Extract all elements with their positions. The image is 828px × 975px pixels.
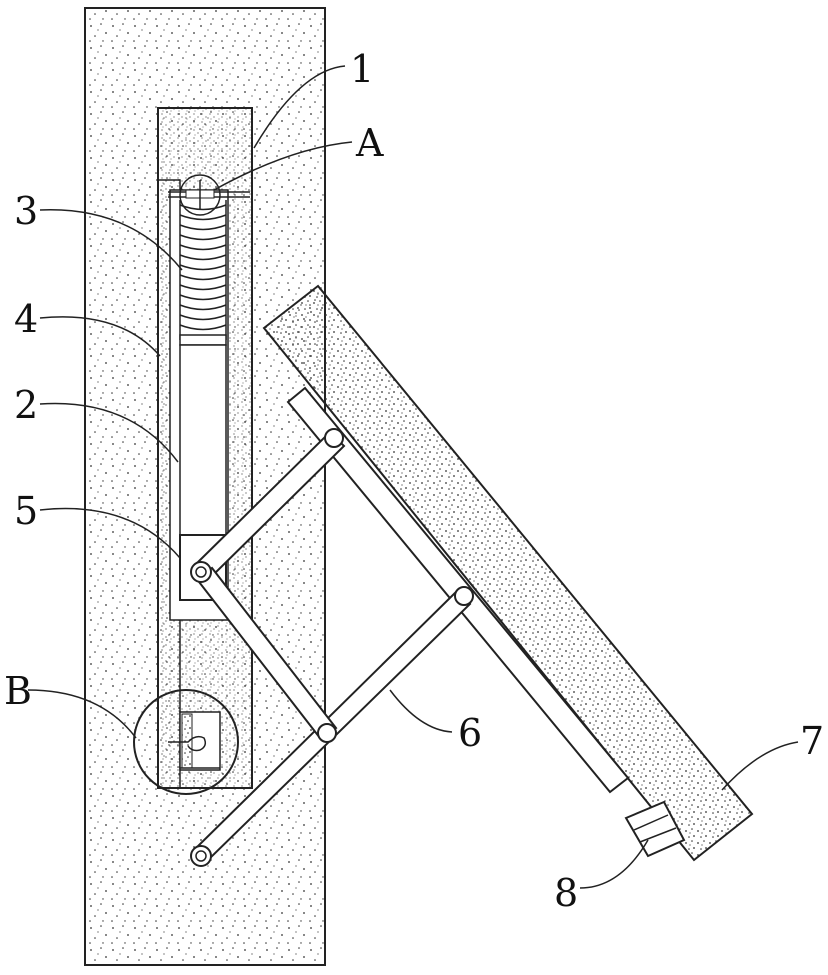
label-part-4: 4 (14, 297, 38, 341)
label-part-7: 7 (800, 719, 824, 763)
label-part-5: 5 (14, 489, 38, 533)
label-part-2: 2 (14, 383, 38, 427)
label-part-3: 3 (14, 189, 38, 233)
label-detail-b: B (4, 669, 32, 713)
label-part-6: 6 (458, 711, 482, 755)
label-part-1: 1 (350, 47, 374, 91)
slide-rod (180, 345, 226, 535)
solar-panel-board (264, 286, 752, 860)
label-part-8: 8 (554, 871, 578, 915)
label-detail-a: A (355, 121, 384, 165)
